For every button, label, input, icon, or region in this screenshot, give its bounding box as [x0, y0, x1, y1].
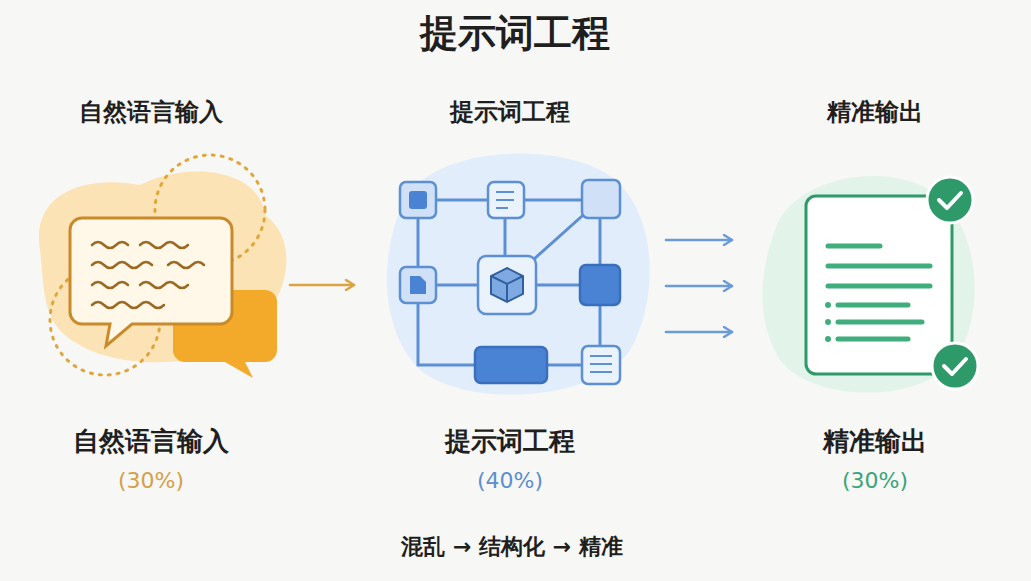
- stage-name: 自然语言输入: [73, 424, 229, 459]
- stage-panel: 精准输出: [740, 92, 1010, 392]
- speech-illustration: [39, 155, 287, 378]
- stage-panel: 提示词工程: [362, 92, 658, 392]
- percentage: (30%): [118, 468, 184, 493]
- stage-name: 精准输出: [823, 424, 927, 459]
- diagram-caption: 混乱 → 结构化 → 精准: [401, 532, 623, 562]
- percentage: (40%): [477, 468, 543, 493]
- document-illustration: [763, 176, 979, 393]
- flow-arrow: [666, 239, 732, 242]
- percentage: (30%): [842, 468, 908, 493]
- flow-arrow: [290, 284, 354, 287]
- stage-panel: 自然语言输入: [20, 92, 282, 392]
- flow-arrow: [666, 285, 732, 288]
- stage-name: 提示词工程: [445, 424, 575, 459]
- flow-arrow: [666, 331, 732, 334]
- network-illustration: [387, 154, 650, 395]
- diagram-title: 提示词工程: [420, 8, 610, 59]
- stage-heading: 提示词工程: [362, 92, 658, 128]
- stage-heading: 精准输出: [740, 92, 1010, 128]
- stage-heading: 自然语言输入: [20, 92, 282, 128]
